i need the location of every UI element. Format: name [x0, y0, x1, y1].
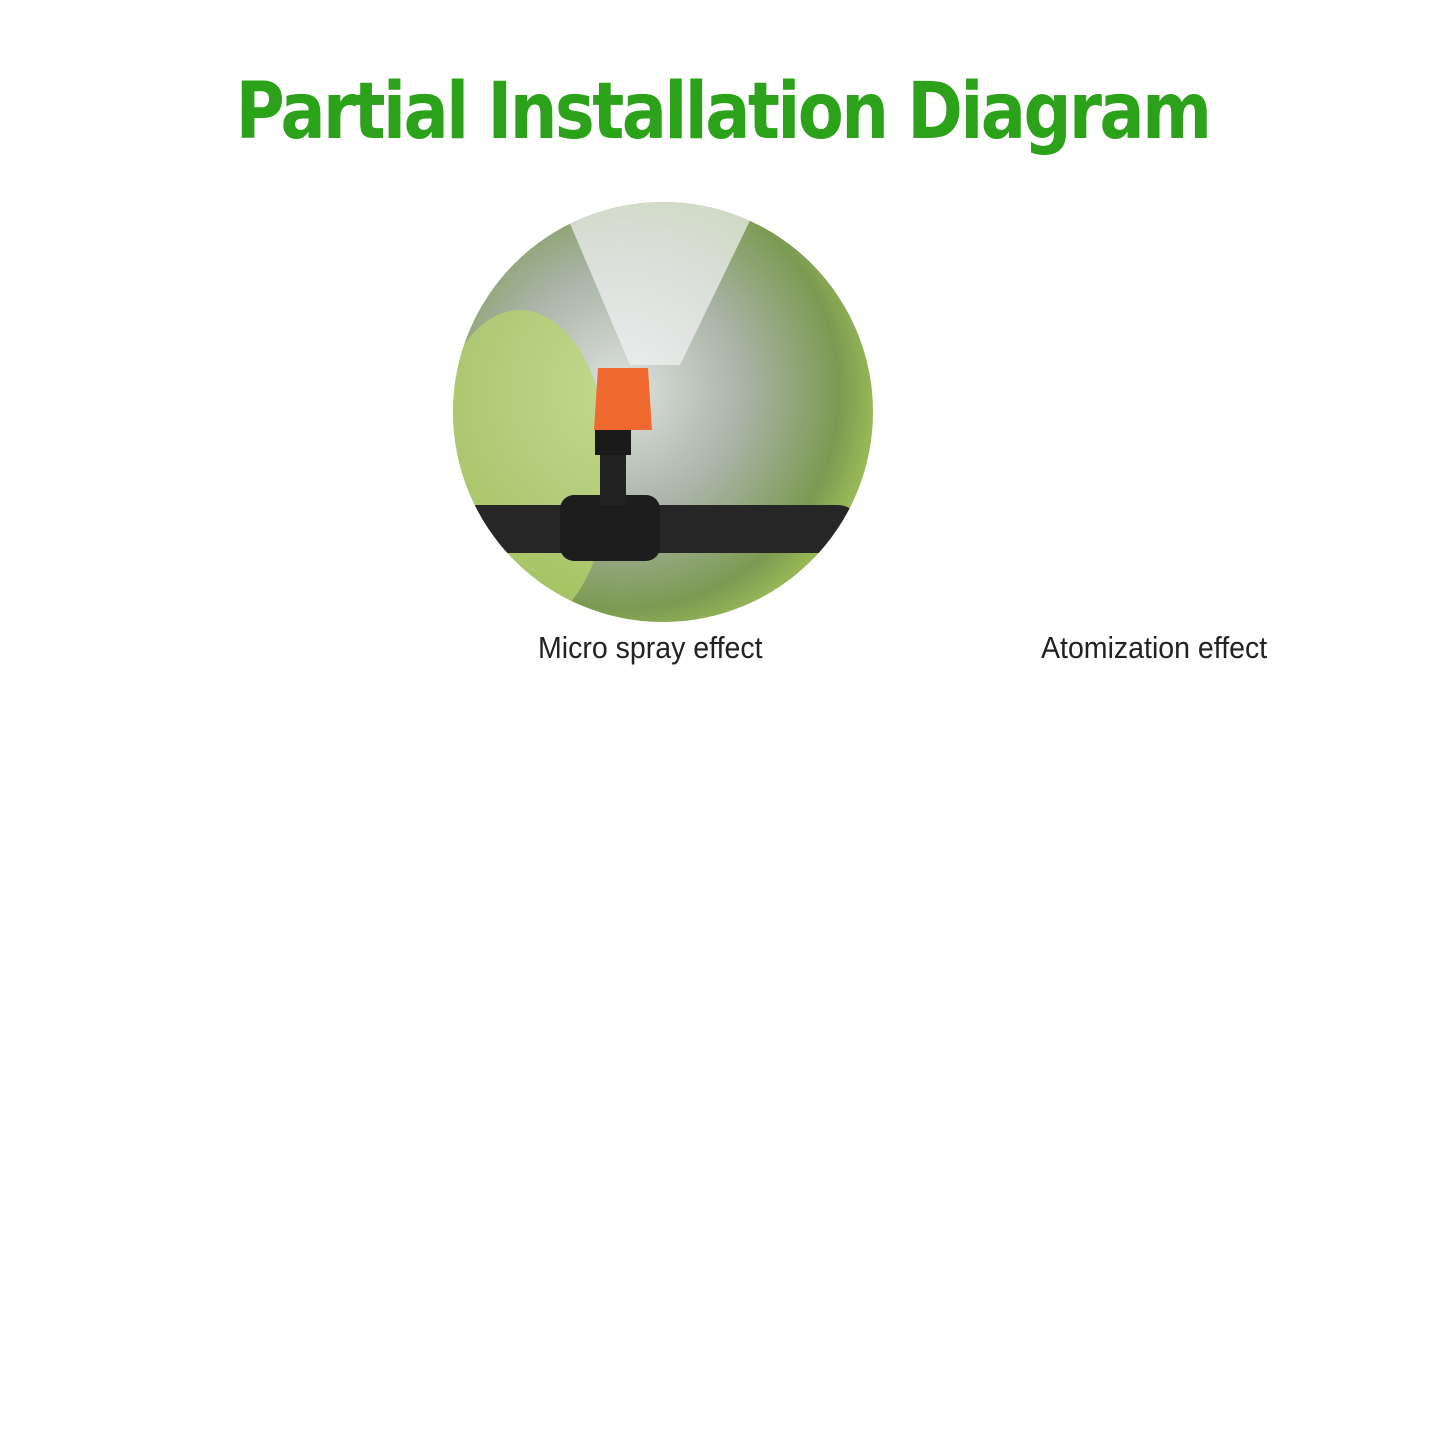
micro-spray-caption: Micro spray effect — [538, 630, 763, 665]
atomization-caption: Atomization effect — [1041, 630, 1268, 665]
page-title: Partial Installation Diagram — [235, 67, 1212, 157]
micro-spray-photo — [453, 202, 873, 622]
